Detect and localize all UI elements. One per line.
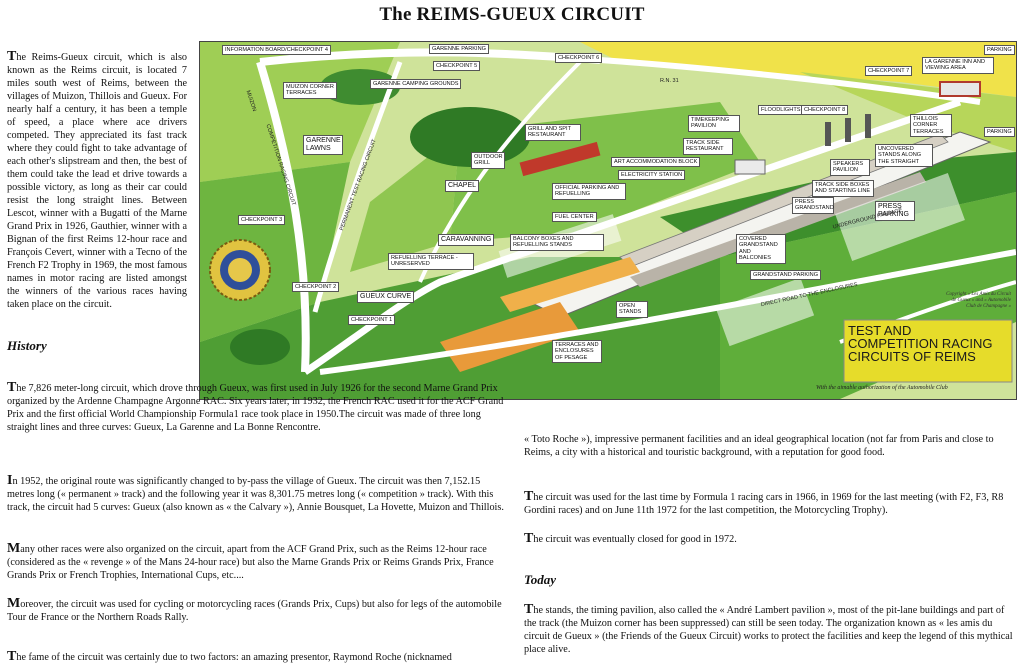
- label-grandstand-parking: Grandstand parking: [750, 270, 822, 281]
- circuit-map: Information board/checkpoint 4 Garenne p…: [199, 41, 1017, 400]
- label-art-block: Art accommodation block: [611, 157, 701, 168]
- history-paragraph-8: The circuit was eventually closed for go…: [524, 531, 737, 546]
- label-uncovered: Uncovered stands along the straight: [875, 144, 933, 168]
- map-copyright: Copyright « Les Amis du Circuit de Gueux…: [946, 292, 1011, 309]
- history-paragraph-6: « Toto Roche »), impressive permanent fa…: [524, 434, 994, 458]
- label-floodlights: Floodlights: [758, 105, 804, 116]
- label-garenne-lawns: Garenne lawns: [303, 135, 343, 155]
- road-rn31: R.N. 31: [660, 78, 679, 84]
- label-checkpoint-7: Checkpoint 7: [865, 66, 913, 77]
- label-checkpoint-3: Checkpoint 3: [238, 215, 286, 226]
- history-paragraph-3: Many other races were also organized on …: [7, 541, 494, 581]
- label-fuel-center: Fuel center: [552, 212, 597, 223]
- label-checkpoint-1: Checkpoint 1: [348, 315, 396, 326]
- label-open-stands: Open stands: [616, 301, 648, 318]
- label-garenne-inn: La Garenne inn and viewing area: [922, 57, 994, 74]
- history-heading: History: [7, 338, 47, 353]
- label-camping: Garenne camping grounds: [370, 79, 462, 90]
- label-garenne-parking: Garenne parking: [429, 44, 489, 55]
- label-terraces: Terraces and enclosures of pesage: [552, 340, 602, 364]
- label-info-board: Information board/checkpoint 4: [222, 45, 331, 56]
- label-gueux-curve: Gueux curve: [357, 291, 415, 303]
- label-refuelling: Refuelling terrace - unreserved: [388, 253, 474, 270]
- label-outdoor-grill: Outdoor grill: [471, 152, 505, 169]
- label-covered: Covered grandstand and balconies: [736, 234, 786, 264]
- history-paragraph-2: In 1952, the original route was signific…: [7, 473, 504, 513]
- label-parking-2: Parking: [984, 127, 1015, 138]
- label-press-grandstand: Press grandstand: [792, 197, 834, 214]
- label-muizon-terraces: Muizon corner terraces: [283, 82, 337, 99]
- history-paragraph-4: Moreover, the circuit was used for cycli…: [7, 596, 502, 623]
- label-chapel: Chapel: [445, 180, 480, 192]
- intro-paragraph: The Reims-Gueux circuit, which is also k…: [7, 49, 187, 310]
- label-parking-1: Parking: [984, 45, 1015, 56]
- label-press-parking: Press parking: [875, 201, 915, 221]
- history-paragraph-5: The fame of the circuit was certainly du…: [7, 649, 452, 664]
- map-title-line-1: TEST AND: [848, 323, 912, 338]
- label-official-parking: Official parking and refuelling: [552, 183, 626, 200]
- page-title: The REIMS-GUEUX CIRCUIT: [379, 4, 645, 25]
- label-timekeeping: Timekeeping pavilion: [688, 115, 740, 132]
- label-checkpoint-8: Checkpoint 8: [801, 105, 849, 116]
- today-paragraph: The stands, the timing pavilion, also ca…: [524, 602, 1013, 655]
- label-speakers: Speakers pavilion: [830, 159, 870, 176]
- map-title-line-2: COMPETITION RACING: [848, 336, 993, 351]
- label-electricity: Electricity station: [618, 170, 686, 181]
- map-authorization: With the aimable authorization of the Au…: [816, 385, 948, 391]
- label-track-boxes: Track side boxes and starting line: [812, 180, 874, 197]
- map-title-line-3: CIRCUITS OF REIMS: [848, 349, 976, 364]
- label-caravanning: Caravanning: [438, 234, 495, 246]
- label-track-side: Track side restaurant: [683, 138, 733, 155]
- map-title: TEST AND COMPETITION RACING CIRCUITS OF …: [848, 324, 992, 363]
- history-paragraph-1: The 7,826 meter-long circuit, which drov…: [7, 380, 504, 433]
- label-thillois: Thillois corner terraces: [910, 114, 952, 138]
- label-checkpoint-5: Checkpoint 5: [433, 61, 481, 72]
- automobile-club-emblem: [208, 238, 272, 302]
- label-checkpoint-6: Checkpoint 6: [555, 53, 603, 64]
- label-checkpoint-2: Checkpoint 2: [292, 282, 340, 293]
- today-heading: Today: [524, 572, 557, 587]
- history-paragraph-7: The circuit was used for the last time b…: [524, 489, 1004, 516]
- label-balcony: Balcony boxes and refuelling stands: [510, 234, 604, 251]
- label-grill: Grill and spit restaurant: [525, 124, 581, 141]
